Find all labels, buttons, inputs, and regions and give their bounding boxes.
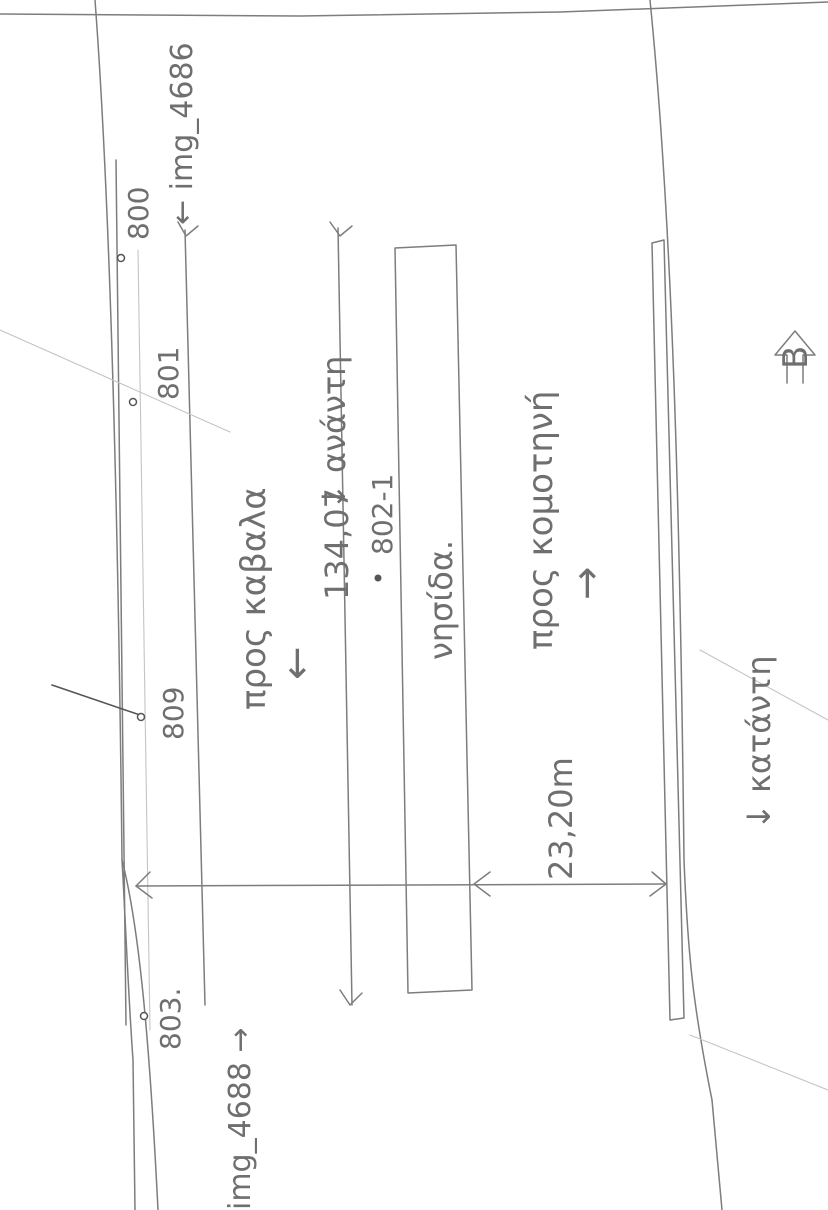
label-distance-134: 134,07 [318,488,356,600]
road-edge-upper [115,159,127,1026]
left-bank-curve [94,0,136,1210]
label-point-800: 800 [122,187,155,240]
point-809 [136,712,146,722]
label-img-4688: img_4688 → [223,1027,258,1210]
cross-line-801 [0,329,231,433]
label-point-801: 801 [152,347,185,400]
point-802-1 [374,574,382,582]
label-direction-kavala: προς καβαλα [234,487,274,710]
point-800 [116,253,126,263]
right-bank-curve [649,0,723,1210]
pointer-809 [51,684,141,716]
island-box [394,244,473,994]
lane-arrow-2-bottom [339,989,363,1006]
arrow-komotini: → [564,566,610,600]
arrow-kavala: ← [274,646,320,680]
paper-top-edge [0,1,828,17]
lane-line-2 [337,227,353,1006]
label-upper-side: ↓ ανάντη [315,356,353,510]
road-edge-lower [651,239,685,1021]
faint-diagonal-1 [699,649,828,721]
dim-arrow-right [649,871,667,897]
lane-arrow-1-top [177,221,199,237]
label-width-23: 23,20m [542,757,580,880]
lane-line-1 [184,229,206,1006]
label-island: νησίδα. [422,540,460,660]
label-direction-komotini: προς κομοτηνή [521,391,561,650]
road-edge-upper-inner [137,249,151,1031]
label-point-802-1: 802-1 [366,474,399,555]
lower-left-curve [121,859,159,1210]
lane-arrow-2-top [329,221,353,237]
north-symbol-label: Β [776,346,816,369]
dimension-line [135,883,667,887]
point-803 [139,1011,149,1021]
label-point-809: 809 [157,687,190,740]
dim-arrow-left [135,871,153,899]
label-lower-side: ↓ κατάντη [740,655,778,830]
point-801 [128,397,138,407]
dim-arrow-island [473,871,491,897]
north-arrow-icon: Β [774,330,816,384]
faint-diagonal-2 [689,1034,828,1091]
label-point-803: 803. [154,988,187,1050]
label-img-4686: ← img_4686 [165,42,200,225]
